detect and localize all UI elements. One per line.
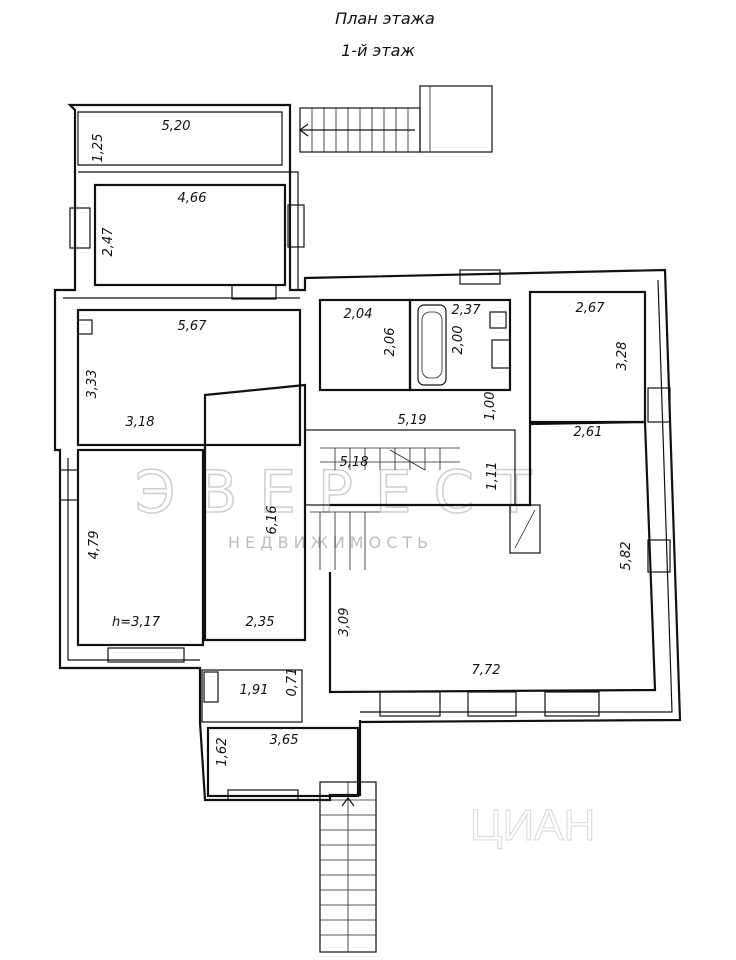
watermark-logo: ЭВЕРЕСТ [135,458,553,526]
bathtub-icon [417,304,447,386]
dimension-label: 2,37 [452,303,482,318]
dimension-label: 2,67 [576,301,606,316]
dimension-label: 5,18 [340,455,369,470]
dimension-label: 3,28 [615,342,630,371]
dimension-label: 7,72 [472,663,501,678]
watermark-corner: ЦИАН [470,801,595,850]
stove-icon [509,504,541,554]
dimension-label: 2,35 [246,615,275,630]
dimension-label: 5,82 [619,542,634,571]
dimension-label: 3,09 [337,608,352,637]
dimension-labels: 5,20 1,25 4,66 2,47 5,67 3,33 3,18 2,04 … [85,119,634,766]
dimension-label: 1,25 [91,134,106,163]
dimension-label: h=3,17 [112,615,161,630]
dimension-label: 3,18 [126,415,155,430]
dimension-label: 1,91 [240,683,269,698]
top-entrance-stairs [299,85,493,153]
dimension-label: 1,62 [215,738,230,767]
watermark-subtitle: НЕДВИЖИМОСТЬ [228,533,433,552]
dimension-label: 5,67 [178,319,208,334]
dimension-label: 6,16 [265,506,280,535]
dimension-label: 2,00 [451,326,466,355]
fixtures [77,304,541,554]
dimension-label: 4,66 [178,191,207,206]
watermark: ЭВЕРЕСТ НЕДВИЖИМОСТЬ ЦИАН [134,457,596,850]
dimension-label: 4,79 [87,531,102,560]
dimension-label: 2,61 [574,425,603,440]
toilet-icon [491,339,511,369]
dimension-label: 5,19 [398,413,427,428]
dimension-label: 2,47 [101,227,116,257]
outer-walls [53,103,682,802]
plan-title: План этажа [335,9,435,28]
dimension-label: 3,33 [85,370,100,399]
dimension-label: 2,04 [344,307,373,322]
dimension-label: 2,06 [383,328,398,357]
dimension-label: 1,00 [483,392,498,421]
dimension-label: 3,65 [270,733,299,748]
bottom-entrance-stairs [319,781,377,953]
dimension-label: 1,11 [485,462,500,491]
windows [59,204,671,801]
sink-icon [489,311,507,329]
dimension-label: 5,20 [162,119,191,134]
dimension-label: 0,71 [285,668,300,697]
plan-subtitle: 1-й этаж [341,41,415,60]
internal-stairs [310,447,460,570]
